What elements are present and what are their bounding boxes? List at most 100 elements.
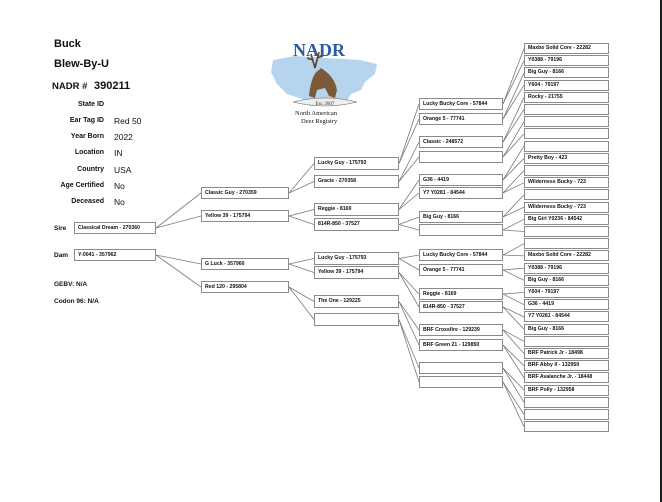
connector-line <box>288 286 315 320</box>
connector-line <box>288 181 315 194</box>
pedigree-box-gen5[interactable] <box>524 226 609 237</box>
pedigree-box-gen4[interactable]: Classic - 248572 <box>419 136 503 148</box>
pedigree-box-gen5[interactable]: BRF Abby II - 132959 <box>524 360 609 372</box>
pedigree-box-gen5[interactable] <box>524 104 609 115</box>
pedigree-box-gen4[interactable]: BRF Crossfire - 129239 <box>419 324 503 336</box>
connector-line <box>502 367 525 391</box>
pedigree-box-gen5[interactable] <box>524 189 609 201</box>
pedigree-box-gen4[interactable]: Lucky Bucky Core - 57844 <box>419 249 503 261</box>
pedigree-box-gen5[interactable] <box>524 238 609 250</box>
pedigree-box-gen5[interactable]: Wilderness Bucky - 723 <box>524 177 609 189</box>
pedigree-box-gen4[interactable]: Reggie - 8169 <box>419 288 503 300</box>
pedigree-box-gen2[interactable]: Classic Guy - 270359 <box>201 187 289 199</box>
pedigree-box-gen5[interactable]: BRF Polly - 132958 <box>524 384 609 396</box>
pedigree-box-gen5[interactable] <box>524 421 609 433</box>
pedigree-box-gen3[interactable]: Lucky Guy - 175793 <box>314 157 399 170</box>
pedigree-box-gen3[interactable]: 814R-850 - 37527 <box>314 218 399 231</box>
pedigree-box-gen4[interactable] <box>419 224 503 236</box>
connector-line <box>502 218 525 231</box>
pedigree-box-gen2[interactable]: Yellow 39 - 175794 <box>201 210 289 222</box>
pedigree-box-gen4[interactable]: Y7 Y0281 - 84544 <box>419 187 503 199</box>
connector-line <box>398 192 420 210</box>
detail-value: No <box>114 197 125 207</box>
detail-label: Ear Tag ID <box>69 117 104 124</box>
pedigree-box-gen3[interactable] <box>314 313 399 326</box>
detail-label: State ID <box>77 101 104 108</box>
pedigree-box-gen1[interactable]: Y-0041 - 357962 <box>74 249 156 261</box>
pedigree-box-gen5[interactable] <box>524 409 609 420</box>
pedigree-box-gen5[interactable]: Big Guy - 8166 <box>524 323 609 335</box>
pedigree-box-gen2[interactable]: G Luck - 357960 <box>201 258 289 270</box>
pedigree-box-gen1[interactable]: Classical Dream - 270360 <box>74 222 156 234</box>
pedigree-box-gen5[interactable] <box>524 396 609 408</box>
pedigree-box-gen5[interactable]: Rocky - 21755 <box>524 91 609 103</box>
codon-text: Codon 96: N/A <box>54 298 99 305</box>
pedigree-box-gen5[interactable]: Wilderness Bucky - 723 <box>524 201 609 213</box>
pedigree-box-gen5[interactable]: BRF Avalanche Jr. - 18448 <box>524 372 609 384</box>
pedigree-box-gen5[interactable]: Big Girl Y0236 - 84542 <box>524 213 609 225</box>
detail-label: Deceased <box>71 198 104 205</box>
pedigree-box-gen5[interactable] <box>524 165 609 176</box>
nadr-logo: Est. 2007 NADR North American Deer Regis… <box>265 38 385 130</box>
connector-line <box>502 229 525 232</box>
connector-line <box>398 179 420 210</box>
pedigree-box-gen5[interactable] <box>524 140 609 152</box>
pedigree-box-gen3[interactable]: The One - 129225 <box>314 295 399 308</box>
animal-type: Buck <box>54 38 81 50</box>
pedigree-box-gen5[interactable] <box>524 116 609 128</box>
pedigree-box-gen5[interactable]: Maxbo Solid Core - 22282 <box>524 250 609 262</box>
pedigree-box-gen5[interactable]: Y0388 - 79196 <box>524 262 609 274</box>
detail-value: Red 50 <box>114 116 142 126</box>
connector-line <box>398 319 420 369</box>
connector-line <box>398 224 420 231</box>
connector-line <box>288 286 315 302</box>
detail-label: Country <box>77 166 104 173</box>
pedigree-box-gen4[interactable] <box>419 362 503 374</box>
connector-line <box>502 121 525 158</box>
pedigree-box-gen3[interactable]: Yellow 39 - 175794 <box>314 266 399 279</box>
dam-label: Dam <box>54 252 69 259</box>
pedigree-box-gen5[interactable] <box>524 335 609 347</box>
pedigree-box-gen5[interactable]: Y604 - 79197 <box>524 79 609 91</box>
pedigree-box-gen4[interactable]: Lucky Bucky Core - 57844 <box>419 98 503 110</box>
pedigree-box-gen3[interactable]: Gracie - 270358 <box>314 175 399 188</box>
pedigree-box-gen3[interactable]: Reggie - 8169 <box>314 203 399 216</box>
connector-line <box>502 367 525 403</box>
connector-line <box>502 182 525 194</box>
pedigree-box-gen4[interactable]: Orange 5 - 77741 <box>419 264 503 276</box>
pedigree-box-gen5[interactable]: Y604 - 79197 <box>524 287 609 298</box>
connector-line <box>155 254 202 265</box>
detail-value: 2022 <box>114 132 133 142</box>
logo-title: NADR <box>293 40 345 60</box>
detail-label: Age Certified <box>60 182 104 189</box>
pedigree-box-gen4[interactable] <box>419 151 503 163</box>
pedigree-box-gen5[interactable] <box>524 128 609 140</box>
connector-line <box>502 170 525 194</box>
pedigree-box-gen5[interactable]: Y7 Y0281 - 84544 <box>524 311 609 323</box>
connector-line <box>155 254 202 288</box>
pedigree-box-gen5[interactable]: G36 - 4419 <box>524 299 609 311</box>
pedigree-box-gen5[interactable]: Y0388 - 79196 <box>524 55 609 67</box>
pedigree-box-gen4[interactable]: BRF Green 21 - 129850 <box>419 339 503 351</box>
pedigree-box-gen5[interactable]: Pretty Boy - 423 <box>524 152 609 164</box>
pedigree-box-gen3[interactable]: Lucky Guy - 175793 <box>314 252 399 265</box>
pedigree-box-gen4[interactable]: G36 - 4419 <box>419 174 503 186</box>
pedigree-box-gen5[interactable]: Maxbo Solid Core - 22282 <box>524 43 609 54</box>
connector-line <box>502 344 525 366</box>
pedigree-box-gen4[interactable] <box>419 376 503 388</box>
connector-line <box>502 306 525 330</box>
connector-line <box>288 258 315 265</box>
pedigree-box-gen5[interactable]: BRF Patrick Jr - 18498 <box>524 348 609 359</box>
detail-label: Year Born <box>70 133 104 140</box>
pedigree-box-gen4[interactable]: Big Guy - 8166 <box>419 211 503 223</box>
pedigree-box-gen5[interactable]: Big Guy - 8166 <box>524 67 609 79</box>
pedigree-box-gen4[interactable]: 814R-850 - 37527 <box>419 301 503 313</box>
connector-line <box>502 292 525 295</box>
pedigree-box-gen4[interactable]: Orange 5 - 77741 <box>419 113 503 125</box>
pedigree-box-gen2[interactable]: Red 120 - 295804 <box>201 281 289 293</box>
connector-line <box>502 60 525 105</box>
connector-line <box>502 381 525 427</box>
connector-line <box>398 156 420 182</box>
pedigree-box-gen5[interactable]: Big Guy - 8166 <box>524 274 609 286</box>
